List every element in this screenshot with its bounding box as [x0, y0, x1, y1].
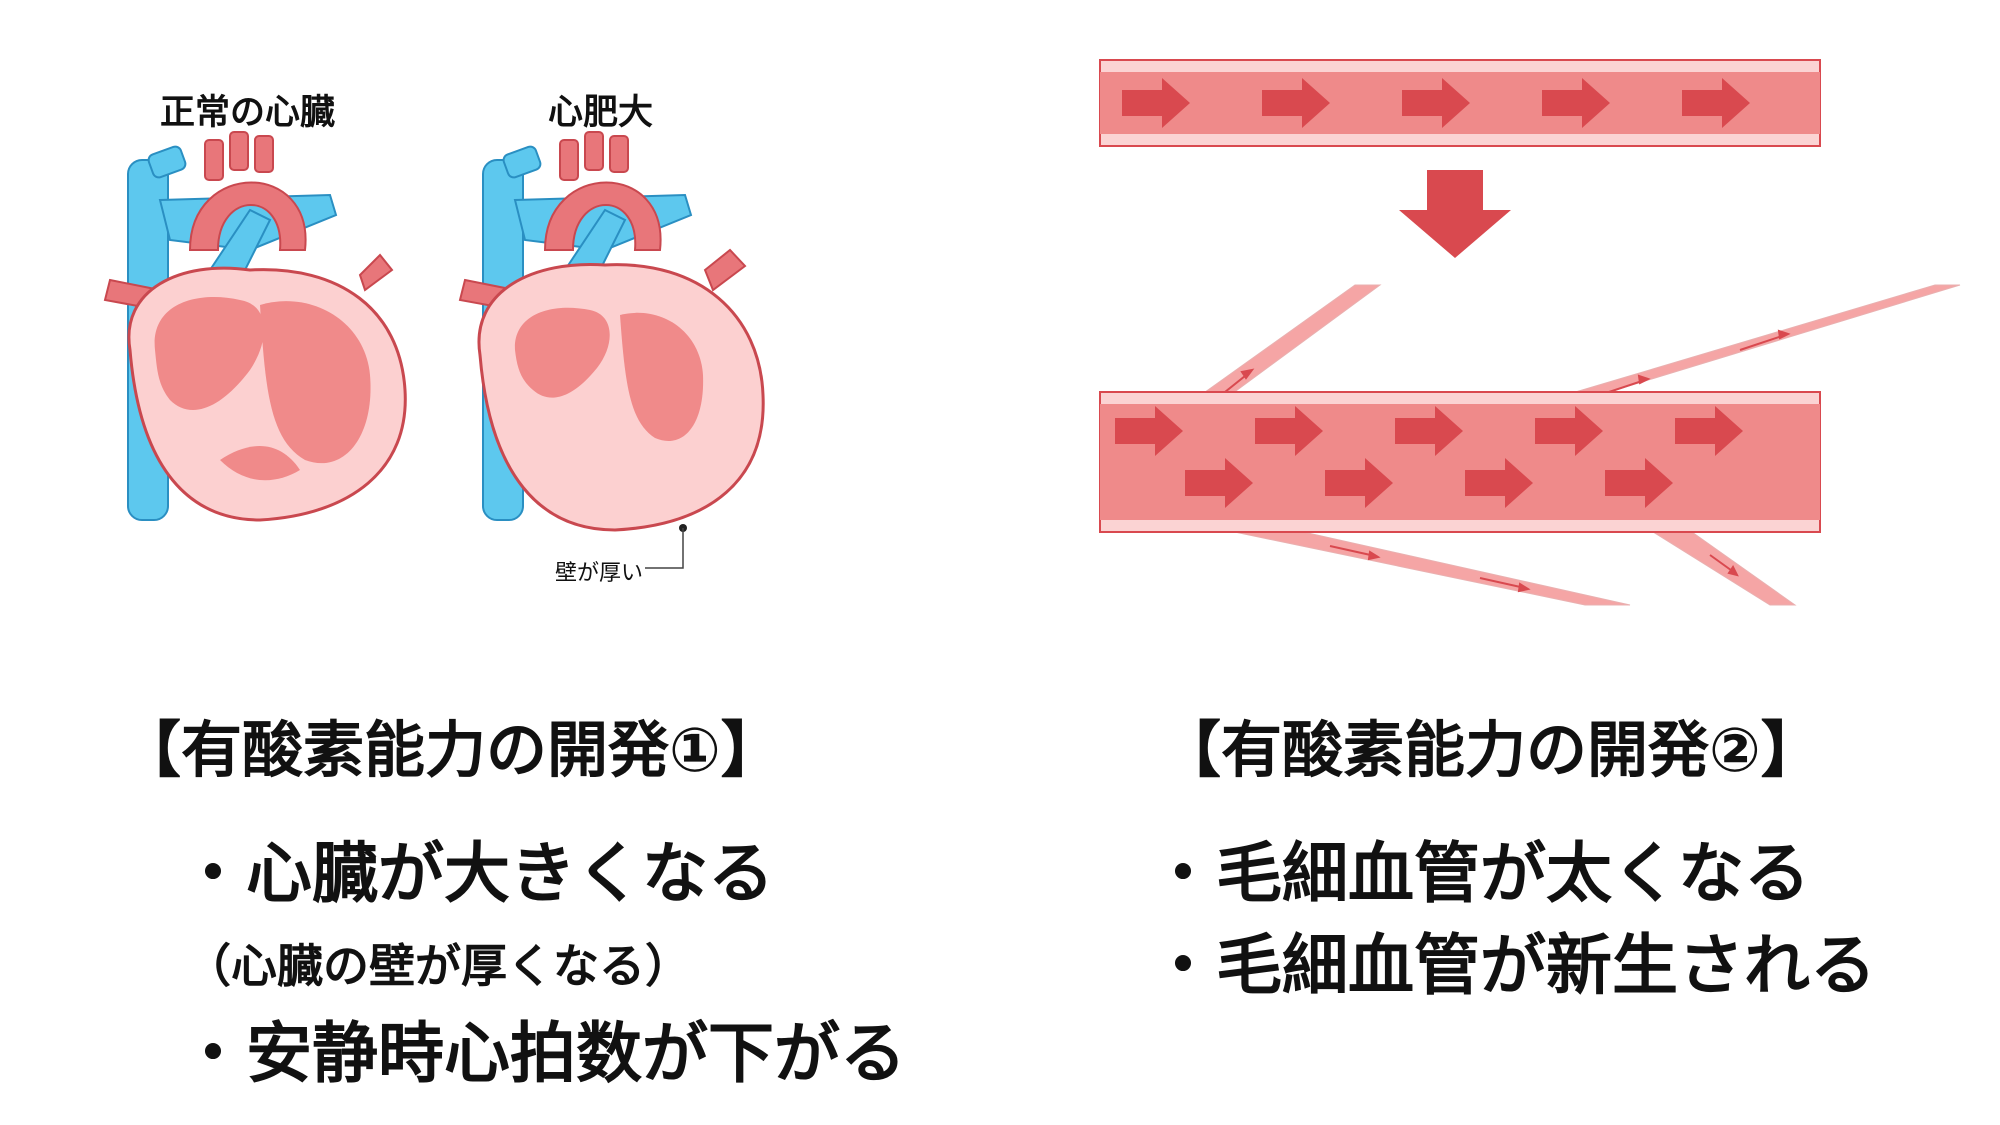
wall-thick-label: 壁が厚い	[555, 561, 644, 586]
right-bullet-capillaries-new: ・毛細血管が新生される	[1150, 927, 1876, 1004]
normal-heart-illustration	[103, 131, 407, 522]
right-section-title: 【有酸素能力の開発②】	[1160, 715, 1822, 786]
left-bullet-resting-hr: ・安静時心拍数が下がる	[180, 1015, 906, 1092]
right-bullet-capillaries-thicken: ・毛細血管が太くなる	[1150, 835, 1810, 912]
normal-heart-title: 正常の心臓	[160, 93, 336, 133]
hypertrophy-heart-illustration	[458, 131, 765, 569]
down-arrow-icon	[1399, 170, 1511, 258]
thickened-capillary-diagram	[1099, 284, 1961, 606]
hypertrophy-heart-title: 心肥大	[548, 93, 654, 133]
left-bullet-heart-enlarges: ・心臓が大きくなる	[180, 835, 774, 912]
normal-capillary-diagram	[1099, 59, 1821, 147]
left-note-wall-thickens: （心臓の壁が厚くなる）	[185, 939, 691, 993]
left-section-title: 【有酸素能力の開発①】	[120, 715, 782, 786]
